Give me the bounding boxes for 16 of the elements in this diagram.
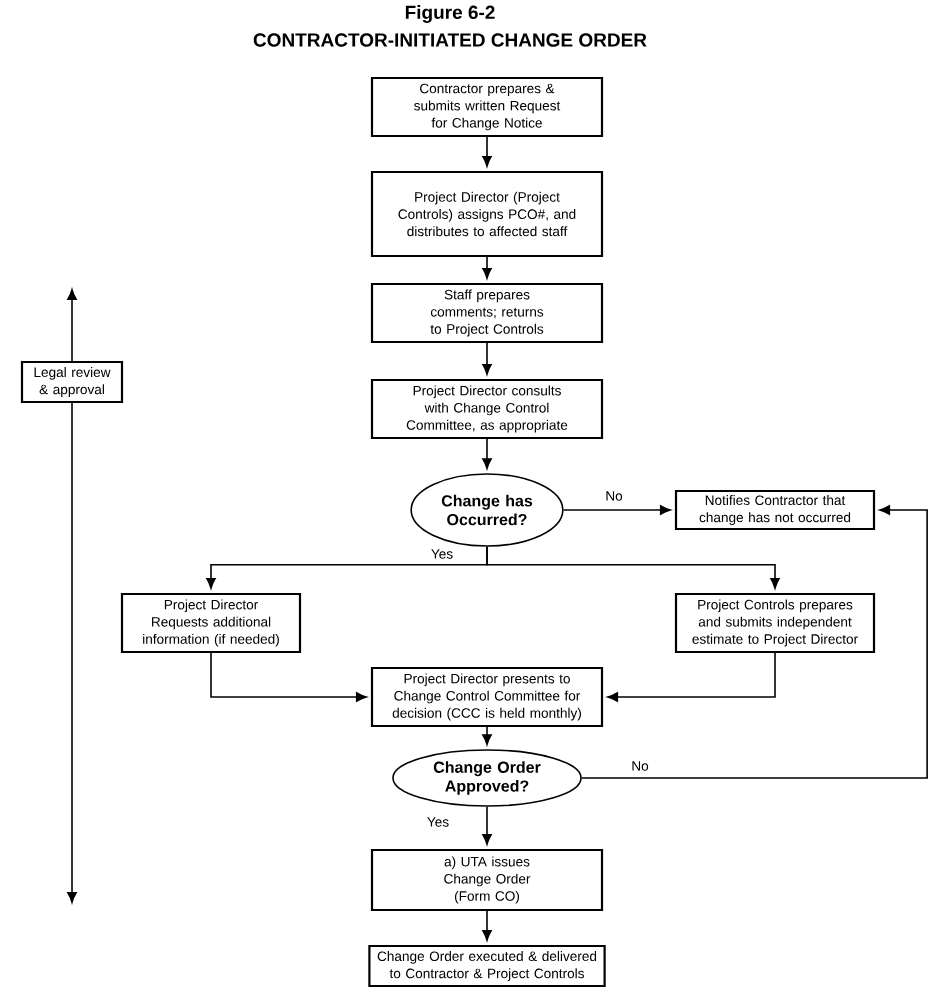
arrow xyxy=(482,342,492,375)
arrow xyxy=(607,652,776,702)
arrow xyxy=(210,652,367,702)
arrow xyxy=(482,438,492,470)
arrow xyxy=(67,289,77,362)
arrow xyxy=(581,505,928,779)
arrow xyxy=(562,505,671,515)
arrow xyxy=(482,256,492,279)
arrow xyxy=(486,546,780,589)
title: CONTRACTOR-INITIATED CHANGE ORDER xyxy=(253,33,647,47)
figure-number: Figure 6-2 xyxy=(405,5,495,23)
arrow xyxy=(482,910,492,941)
arrow xyxy=(482,806,492,845)
arrow xyxy=(482,136,492,167)
arrow xyxy=(482,726,492,746)
arrow xyxy=(67,402,77,903)
